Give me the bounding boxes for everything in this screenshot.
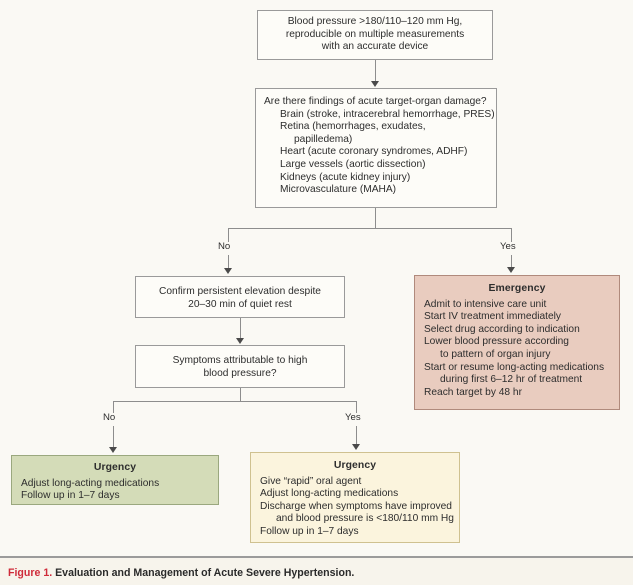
emergency-line-3: Select drug according to indication	[424, 323, 580, 335]
connector-symptoms-yes-upper	[356, 401, 357, 413]
connector-organ-no-lower	[228, 255, 229, 269]
branch-label-organ-no: No	[218, 241, 231, 252]
arrow-confirm-to-symptoms	[236, 338, 244, 344]
urgency-yellow-line-4: and blood pressure is <180/110 mm Hg	[276, 513, 454, 525]
organ-item-retina-cont: papilledema)	[294, 133, 353, 145]
urgency-green-line-2: Follow up in 1–7 days	[21, 490, 120, 502]
emergency-line-2: Start IV treatment immediately	[424, 311, 562, 323]
urgency-yellow-line-1: Give “rapid” oral agent	[260, 475, 362, 487]
emergency-heading: Emergency	[488, 283, 546, 294]
branch-label-symptoms-yes: Yes	[345, 412, 361, 423]
urgency-green-line-1: Adjust long-acting medications	[21, 477, 160, 489]
figure-number-label: Figure 1.	[8, 567, 53, 579]
urgency-green-heading: Urgency	[93, 462, 137, 473]
criteria-line-1: Blood pressure >180/110–120 mm Hg,	[287, 16, 463, 27]
organ-item-heart: Heart (acute coronary syndromes, ADHF)	[280, 146, 468, 158]
organ-item-kidneys: Kidneys (acute kidney injury)	[280, 171, 411, 183]
target-organ-damage-box: Are there findings of acute target-organ…	[255, 88, 497, 208]
branch-label-symptoms-no: No	[103, 412, 116, 423]
arrow-organ-yes	[507, 267, 515, 273]
caption-divider	[0, 556, 633, 558]
organ-item-brain: Brain (stroke, intracerebral hemorrhage,…	[280, 108, 495, 120]
urgency-green-box: Urgency Adjust long-acting medications F…	[11, 455, 219, 505]
connector-organ-stem	[375, 208, 376, 228]
connector-organ-yes-lower	[511, 255, 512, 269]
urgency-yellow-box: Urgency Give “rapid” oral agent Adjust l…	[250, 452, 460, 543]
connector-confirm-to-symptoms	[240, 318, 241, 339]
figure-title: Evaluation and Management of Acute Sever…	[55, 567, 355, 579]
emergency-line-4: Lower blood pressure according	[424, 336, 569, 348]
urgency-yellow-heading: Urgency	[333, 460, 377, 471]
confirm-line-2: 20–30 min of quiet rest	[188, 298, 292, 310]
criteria-line-2: reproducible on multiple measurements	[285, 28, 465, 40]
connector-symptoms-split	[113, 401, 356, 402]
arrow-symptoms-no	[109, 447, 117, 453]
urgency-yellow-line-5: Follow up in 1–7 days	[260, 525, 359, 537]
symptoms-line-2: blood pressure?	[203, 367, 277, 379]
confirm-elevation-box: Confirm persistent elevation despite 20–…	[135, 276, 345, 318]
connector-symptoms-yes-lower	[356, 426, 357, 445]
connector-symptoms-stem	[240, 388, 241, 401]
connector-symptoms-no-lower	[113, 426, 114, 448]
confirm-line-1: Confirm persistent elevation despite	[159, 286, 321, 297]
organ-item-retina: Retina (hemorrhages, exudates,	[280, 121, 426, 133]
organ-damage-question: Are there findings of acute target-organ…	[264, 96, 487, 107]
urgency-yellow-line-2: Adjust long-acting medications	[260, 488, 399, 500]
urgency-yellow-line-3: Discharge when symptoms have improved	[260, 500, 452, 512]
organ-item-microvasculature: Microvasculature (MAHA)	[280, 184, 397, 196]
organ-item-large-vessels: Large vessels (aortic dissection)	[280, 158, 426, 170]
emergency-line-5: to pattern of organ injury	[440, 348, 551, 360]
caption-bar	[0, 558, 633, 585]
arrow-symptoms-yes	[352, 444, 360, 450]
connector-organ-no-upper	[228, 228, 229, 242]
connector-organ-yes-upper	[511, 228, 512, 242]
emergency-line-7: during first 6–12 hr of treatment	[440, 374, 583, 386]
symptoms-question-box: Symptoms attributable to high blood pres…	[135, 345, 345, 388]
connector-organ-split	[228, 228, 511, 229]
arrow-criteria-to-organ	[371, 81, 379, 87]
emergency-box: Emergency Admit to intensive care unit S…	[414, 275, 620, 410]
connector-symptoms-no-upper	[113, 401, 114, 413]
arrow-organ-no	[224, 268, 232, 274]
connector-criteria-to-organ	[375, 60, 376, 82]
branch-label-organ-yes: Yes	[500, 241, 516, 252]
figure-caption: Figure 1. Evaluation and Management of A…	[8, 567, 354, 579]
criteria-line-3: with an accurate device	[321, 41, 429, 53]
symptoms-line-1: Symptoms attributable to high	[172, 355, 308, 366]
emergency-line-1: Admit to intensive care unit	[424, 298, 547, 310]
blood-pressure-criteria-box: Blood pressure >180/110–120 mm Hg, repro…	[257, 10, 493, 60]
emergency-line-8: Reach target by 48 hr	[424, 386, 522, 398]
emergency-line-6: Start or resume long-acting medications	[424, 361, 605, 373]
